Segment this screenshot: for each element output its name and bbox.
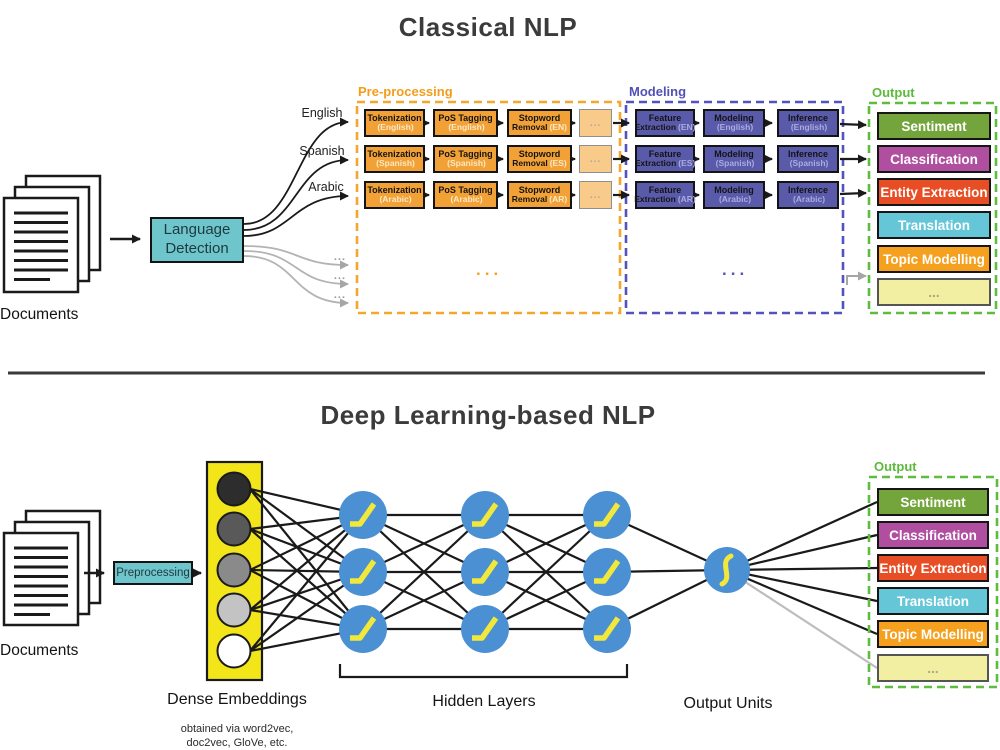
step-pos-tagging-en: PoS Tagging(English) xyxy=(433,109,498,137)
step-more-en: ... xyxy=(579,109,612,137)
note-line1: obtained via word2vec, xyxy=(180,723,294,735)
embedding-node xyxy=(216,471,252,507)
output-item-translation-bottom: Translation xyxy=(877,587,989,615)
language-detection-box: Language Detection xyxy=(150,217,244,263)
embedding-node xyxy=(216,633,252,669)
step-modeling-ar: Modeling(Arabic) xyxy=(703,181,765,209)
arrow-modeling-to-output-other xyxy=(846,271,867,285)
step-pos-tagging-ar: PoS Tagging(Arabic) xyxy=(433,181,498,209)
output-item-sentiment-bottom: Sentiment xyxy=(877,488,989,516)
more-languages-dots: ... xyxy=(333,251,346,263)
language-label-arabic: Arabic xyxy=(308,180,344,194)
more-languages-dots: ... xyxy=(333,289,346,301)
output-item-more: ... xyxy=(877,278,991,306)
embedding-node xyxy=(216,511,252,547)
output-item-topic-modelling: Topic Modelling xyxy=(877,245,991,273)
step-inference-ar: Inference(Arabic) xyxy=(777,181,839,209)
output-item-topic-modelling-bottom: Topic Modelling xyxy=(877,620,989,648)
preprocessing-more-dots: ... xyxy=(476,260,503,279)
language-fan-curves xyxy=(243,117,349,237)
output-item-translation: Translation xyxy=(877,211,991,239)
output-section-label: Output xyxy=(872,85,915,100)
output-item-classification-bottom: Classification xyxy=(877,521,989,549)
pipeline-arrows xyxy=(421,118,867,200)
modeling-more-dots: ... xyxy=(722,260,749,279)
output-unit-node xyxy=(704,547,750,593)
step-modeling-es: Modeling(Spanish) xyxy=(703,145,765,173)
dense-embeddings-note: obtained via word2vec, doc2vec, GloVe, e… xyxy=(137,722,337,750)
step-inference-es: Inference(Spanish) xyxy=(777,145,839,173)
preprocessing-section-label: Pre-processing xyxy=(358,84,453,99)
documents-icon xyxy=(2,174,102,294)
classical-title: Classical NLP xyxy=(398,12,578,42)
dense-embeddings-label: Dense Embeddings xyxy=(167,691,307,708)
modeling-section-label: Modeling xyxy=(629,84,687,99)
hidden-layers-bracket xyxy=(338,664,629,679)
output-item-classification: Classification xyxy=(877,145,991,173)
step-tokenization-es: Tokenization(Spanish) xyxy=(364,145,425,173)
language-fan-curves-other xyxy=(243,245,349,308)
embedding-nodes xyxy=(216,471,252,669)
more-languages-dots: ... xyxy=(333,270,346,282)
language-detection-line1: Language xyxy=(163,221,231,239)
step-tokenization-en: Tokenization(English) xyxy=(364,109,425,137)
language-label-english: English xyxy=(301,106,343,120)
output-item-sentiment: Sentiment xyxy=(877,112,991,140)
hidden-layers-label: Hidden Layers xyxy=(432,693,536,710)
step-more-ar: ... xyxy=(579,181,612,209)
step-pos-tagging-es: PoS Tagging(Spanish) xyxy=(433,145,498,173)
output-item-more-bottom: ... xyxy=(877,654,989,682)
documents-label: Documents xyxy=(0,306,79,323)
output-item-entity-extraction: Entity Extraction xyxy=(877,178,991,206)
preprocessing-frame xyxy=(355,100,622,315)
preprocessing-box: Preprocessing xyxy=(113,561,193,585)
output-units-label: Output Units xyxy=(683,695,773,712)
output-section-label-bottom: Output xyxy=(874,459,917,474)
embedding-node xyxy=(216,592,252,628)
documents-label-bottom: Documents xyxy=(0,642,79,659)
embedding-node xyxy=(216,552,252,588)
hidden-layer-nodes xyxy=(339,491,631,653)
documents-icon-bottom xyxy=(2,509,102,627)
step-tokenization-ar: Tokenization(Arabic) xyxy=(364,181,425,209)
step-modeling-en: Modeling(English) xyxy=(703,109,765,137)
note-line2: doc2vec, GloVe, etc. xyxy=(186,737,288,750)
step-inference-en: Inference(English) xyxy=(777,109,839,137)
modeling-frame xyxy=(624,100,845,315)
language-detection-line2: Detection xyxy=(165,240,229,257)
network-edge-other xyxy=(726,569,878,669)
deep-title: Deep Learning-based NLP xyxy=(320,400,656,430)
step-more-es: ... xyxy=(579,145,612,173)
output-item-entity-extraction-bottom: Entity Extraction xyxy=(877,554,989,582)
language-label-spanish: Spanish xyxy=(299,144,345,158)
